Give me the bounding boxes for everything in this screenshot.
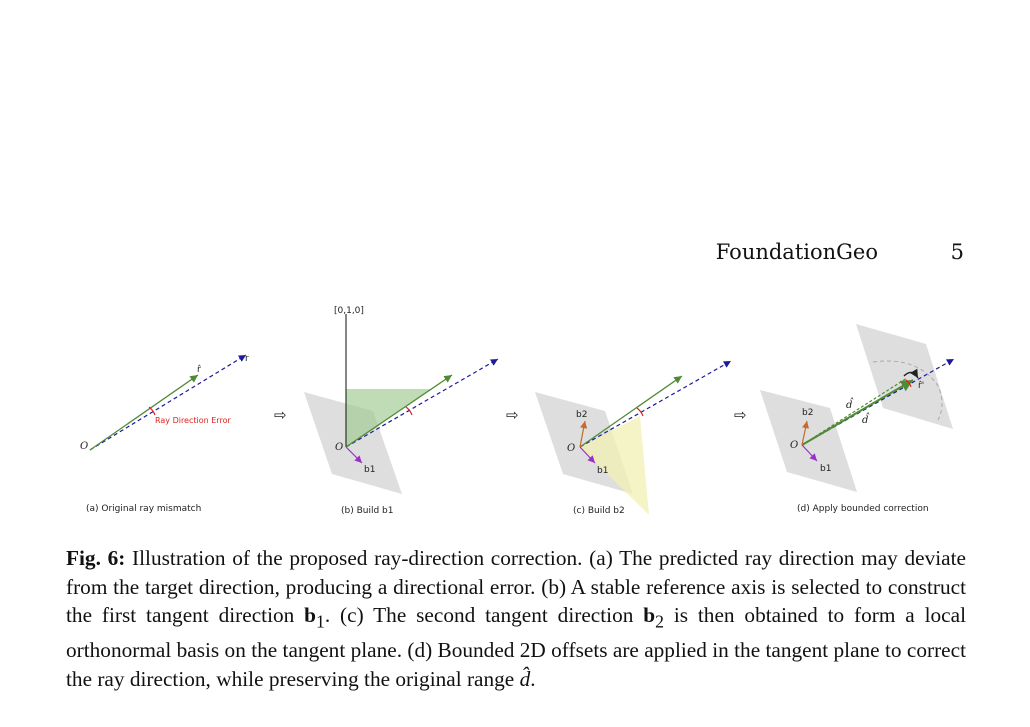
b2-label: b2 — [802, 408, 813, 418]
figure-caption: Fig. 6: Illustration of the proposed ray… — [66, 544, 966, 694]
origin-label: O — [80, 441, 88, 452]
figure-6: O r̂ r Ray Direction Error (a) Original … — [60, 296, 970, 522]
up-axis-label: [0,1,0] — [334, 306, 364, 316]
b2-label: b2 — [576, 410, 587, 420]
corrected-ray — [801, 379, 914, 446]
panel-d-caption: (d) Apply bounded correction — [797, 504, 929, 514]
error-arc — [148, 406, 156, 416]
caption-text-2: . (c) The second tangent direction — [324, 603, 644, 628]
target-ray — [89, 354, 247, 451]
error-arc — [905, 379, 912, 388]
origin-label: O — [335, 442, 343, 453]
flow-arrow-1: ⇨ — [274, 406, 287, 424]
panel-a: O r̂ r Ray Direction Error (a) Original … — [80, 354, 249, 514]
caption-text-1: Illustration of the proposed ray-directi… — [66, 546, 966, 628]
b2-symbol: b — [643, 603, 656, 628]
flow-arrow-2: ⇨ — [506, 406, 519, 424]
page-header: FoundationGeo 5 — [0, 238, 1030, 268]
tangent-plane-target — [856, 324, 953, 429]
target-ray — [579, 360, 732, 448]
rprime-label: r̂' — [918, 380, 924, 391]
panel-b: [0,1,0] O b1 (b) Build b1 — [304, 306, 499, 516]
b1-label: b1 — [820, 464, 831, 474]
caption-text-4: . — [530, 667, 536, 692]
flow-arrow-3: ⇨ — [734, 406, 747, 424]
panel-c: O b2 b1 (c) Build b2 — [535, 360, 732, 516]
predicted-ray — [579, 375, 683, 448]
rhat-label: r̂ — [197, 364, 202, 375]
panel-b-caption: (b) Build b1 — [341, 506, 394, 516]
r-label: r — [245, 354, 249, 364]
error-label: Ray Direction Error — [155, 416, 231, 425]
b1-symbol: b — [304, 603, 316, 628]
b1-label: b1 — [597, 466, 608, 476]
origin-label: O — [790, 440, 798, 451]
panel-d: O b2 b1 d̂ d̂ r̂' (d) Apply bounded corr… — [760, 324, 955, 514]
bound-circle — [872, 360, 943, 421]
dhat-symbol: d̂ — [519, 667, 531, 692]
b2-vector — [579, 420, 588, 448]
target-ray — [345, 358, 499, 448]
b2-subscript: 2 — [655, 611, 664, 632]
figure-label: Fig. 6: — [66, 546, 126, 570]
correction-arc — [903, 368, 919, 379]
figure-illustration: O r̂ r Ray Direction Error (a) Original … — [80, 306, 955, 516]
predicted-ray — [345, 374, 453, 448]
dhat-lower-label: d̂ — [862, 413, 870, 426]
b1-vector — [345, 446, 363, 464]
error-arc — [636, 407, 644, 417]
caption-text-3: is then obtained to form a local orthono… — [66, 603, 966, 692]
predicted-ray — [89, 374, 199, 451]
b1-vector — [579, 446, 596, 464]
origin-label: O — [567, 443, 575, 454]
running-title: FoundationGeo — [715, 240, 878, 264]
b2-vector — [801, 420, 810, 446]
error-arc — [405, 406, 413, 416]
b2-plane — [580, 416, 649, 515]
dhat-upper-label: d̂ — [846, 398, 854, 411]
b1-vector — [801, 444, 818, 462]
panel-a-caption: (a) Original ray mismatch — [86, 504, 201, 514]
page-number: 5 — [950, 240, 964, 264]
panel-c-caption: (c) Build b2 — [573, 506, 625, 516]
b1-label: b1 — [364, 465, 375, 475]
b1-subscript: 1 — [316, 611, 325, 632]
